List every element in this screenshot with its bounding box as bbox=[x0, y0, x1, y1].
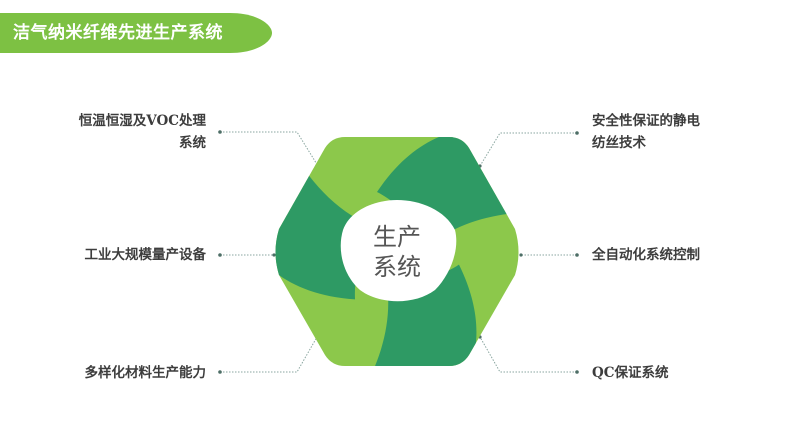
page-title: 洁气纳米纤维先进生产系统 bbox=[13, 23, 223, 43]
feature-middle-right: 全自动化系统控制 bbox=[592, 244, 700, 266]
connector-bottom-right bbox=[479, 336, 577, 373]
connector-bottom-left bbox=[220, 336, 318, 373]
feature-bottom-left: 多样化材料生产能力 bbox=[85, 362, 207, 384]
feature-top-right: 安全性保证的静电 纺丝技术 bbox=[592, 110, 700, 154]
title-banner: 洁气纳米纤维先进生产系统 bbox=[0, 13, 272, 53]
feature-bottom-right: QC保证系统 bbox=[592, 362, 669, 384]
feature-top-right-line2: 纺丝技术 bbox=[592, 135, 646, 151]
connector-lines bbox=[220, 131, 577, 373]
feature-bottom-right-line1: QC保证系统 bbox=[592, 365, 669, 381]
center-label: 生产 系统 bbox=[357, 222, 437, 282]
feature-middle-left-line1: 工业大规模量产设备 bbox=[84, 247, 207, 263]
connector-top-left bbox=[220, 131, 319, 167]
feature-middle-left: 工业大规模量产设备 bbox=[85, 244, 207, 266]
feature-top-left-line1: 恒温恒湿及VOC处理 bbox=[78, 113, 206, 129]
feature-bottom-left-line1: 多样化材料生产能力 bbox=[84, 365, 207, 381]
center-label-line2: 系统 bbox=[373, 253, 421, 281]
connector-top-right bbox=[479, 132, 577, 167]
feature-middle-right-line1: 全自动化系统控制 bbox=[592, 247, 700, 263]
center-label-line1: 生产 bbox=[373, 223, 421, 251]
hexagon-swirl-icon bbox=[275, 137, 519, 366]
feature-top-left-line2: 系统 bbox=[179, 135, 206, 151]
feature-top-left: 恒温恒湿及VOC处理 系统 bbox=[79, 110, 206, 154]
banner-shape bbox=[0, 13, 272, 53]
feature-top-right-line1: 安全性保证的静电 bbox=[592, 113, 700, 129]
